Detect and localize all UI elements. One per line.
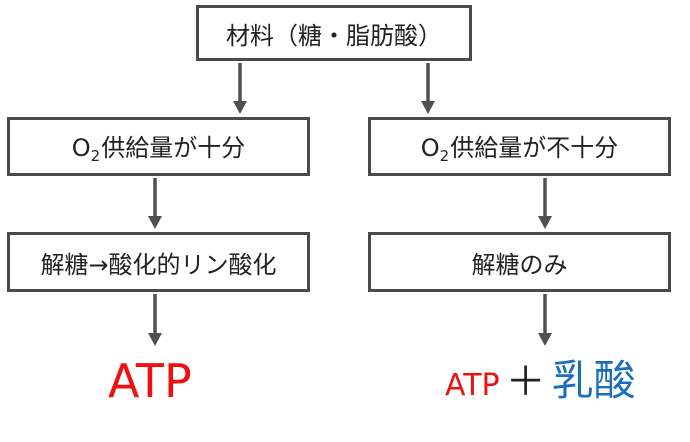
arrow-o2-insufficient-to-glycolysis xyxy=(538,178,552,229)
o2-sufficient-label: O2供給量が十分 xyxy=(72,128,245,165)
o2-sufficient-box: O2供給量が十分 xyxy=(7,117,310,176)
atp-lactate-result: ATP＋乳酸 xyxy=(445,355,636,416)
material-box: 材料（糖・脂肪酸） xyxy=(196,5,472,61)
o2-symbol: O xyxy=(71,134,91,162)
plus-sign: ＋ xyxy=(505,359,546,405)
glycolysis-oxphos-label: 解糖→酸化的リン酸化 xyxy=(40,250,277,279)
atp-result-right: ATP xyxy=(445,368,500,403)
o2-insufficient-box: O2供給量が不十分 xyxy=(368,117,671,176)
arrow-material-to-o2-insufficient xyxy=(421,63,435,114)
o2-subscript: 2 xyxy=(439,147,450,165)
arrow-glycolysis-to-atp-lactate xyxy=(538,294,552,346)
o2-sufficient-text: 供給量が十分 xyxy=(101,134,246,162)
o2-insufficient-label: O2供給量が不十分 xyxy=(421,128,618,165)
arrow-material-to-o2-sufficient xyxy=(233,63,247,114)
arrow-glycolysis-oxphos-to-atp xyxy=(148,294,162,346)
lactate-result: 乳酸 xyxy=(551,356,636,405)
material-label: 材料（糖・脂肪酸） xyxy=(226,21,442,50)
glycolysis-only-label: 解糖のみ xyxy=(471,250,568,279)
glycolysis-only-box: 解糖のみ xyxy=(368,232,671,292)
o2-insufficient-text: 供給量が不十分 xyxy=(450,134,619,162)
o2-symbol: O xyxy=(420,134,440,162)
o2-subscript: 2 xyxy=(90,147,101,165)
arrow-o2-sufficient-to-glycolysis-oxphos xyxy=(148,178,162,229)
glycolysis-oxphos-box: 解糖→酸化的リン酸化 xyxy=(7,232,310,292)
atp-result-left: ATP xyxy=(108,354,192,408)
